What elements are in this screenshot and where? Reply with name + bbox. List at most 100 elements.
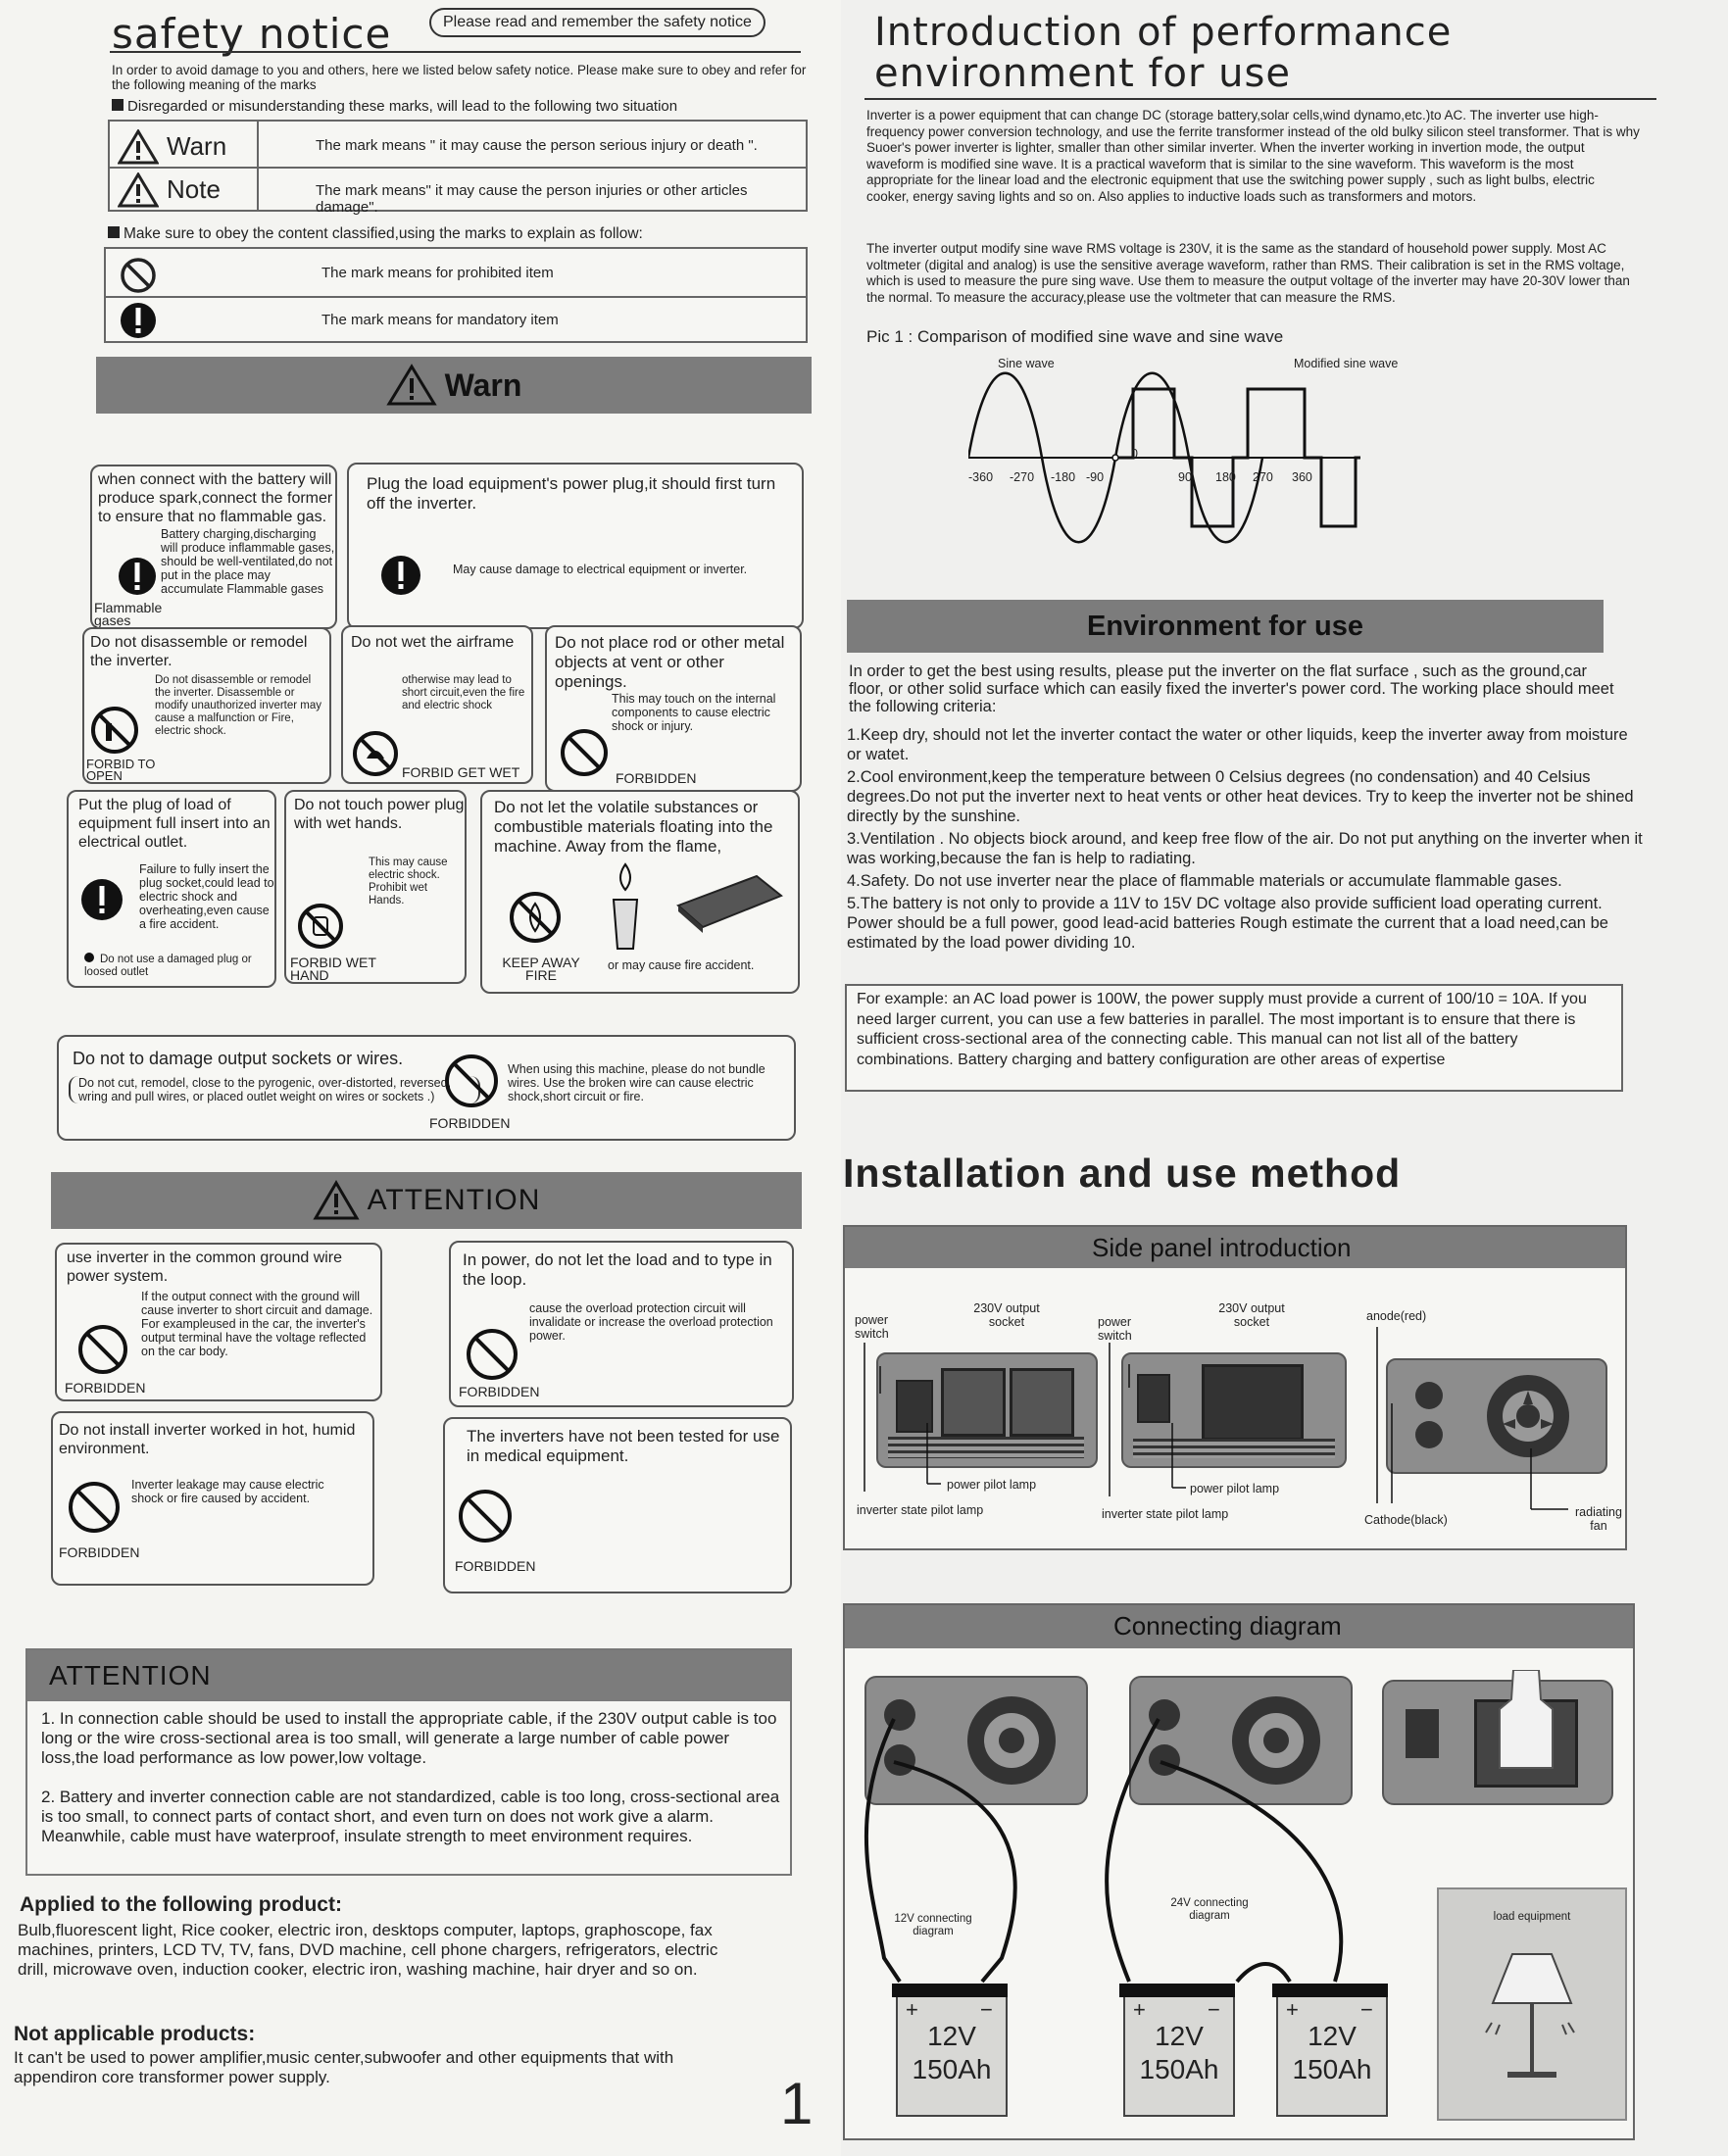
warn-box-disassemble: Do not disassemble or remodel the invert… bbox=[82, 627, 331, 784]
modified-wave-label: Modified sine wave bbox=[1294, 357, 1399, 370]
inverter-panel-3 bbox=[1386, 1358, 1607, 1474]
env-item-4: 4.Safety. Do not use inverter near the p… bbox=[847, 872, 1562, 890]
intro-title-line2: environment for use bbox=[874, 51, 1291, 96]
label-state-lamp-2: inverter state pilot lamp bbox=[1102, 1507, 1229, 1521]
wave-tick-90: 90 bbox=[1178, 470, 1192, 484]
battery-3-voltage: 12V bbox=[1308, 2021, 1357, 2051]
disassemble-body: Do not disassemble or remodel the invert… bbox=[155, 674, 322, 737]
title-rule bbox=[110, 51, 801, 53]
safety-notice-title: safety notice bbox=[112, 10, 392, 58]
env-item-5: 5.The battery is not only to provide a 1… bbox=[847, 895, 1608, 952]
fan-icon bbox=[967, 1696, 1056, 1785]
env-list: 1.Keep dry, should not let the inverter … bbox=[847, 725, 1643, 953]
forbid-open-icon bbox=[91, 707, 138, 754]
classes-table: The mark means for prohibited item The m… bbox=[104, 247, 808, 343]
fan-icon bbox=[1487, 1375, 1569, 1457]
rod-caption: FORBIDDEN bbox=[616, 770, 697, 786]
keep-away-fire-icon bbox=[510, 892, 561, 943]
terminal-1b bbox=[884, 1744, 915, 1776]
label-pilot-lamp-2: power pilot lamp bbox=[1190, 1482, 1280, 1495]
battery-title: when connect with the battery will produ… bbox=[98, 471, 333, 525]
battery-caption: Flammable gases bbox=[94, 600, 163, 628]
volatile-caption: KEEP AWAY FIRE bbox=[502, 955, 580, 983]
load-equipment-label: load equipment bbox=[1493, 1911, 1571, 1923]
sockets-body-text: Do not cut, remodel, close to the pyroge… bbox=[78, 1076, 452, 1103]
not-applicable-title: Not applicable products: bbox=[14, 2023, 256, 2045]
intro-title-rule bbox=[864, 98, 1656, 100]
attention2-title: ATTENTION bbox=[49, 1660, 212, 1690]
battery-1-capacity: 150Ah bbox=[912, 2054, 992, 2084]
inverter-back-1 bbox=[864, 1676, 1088, 1805]
sockets-body: Do not cut, remodel, close to the pyroge… bbox=[69, 1076, 480, 1103]
battery-1: + − 12V 150Ah bbox=[892, 1984, 1008, 2117]
obey-heading: Make sure to obey the content classified… bbox=[108, 225, 814, 243]
inverter-front-3 bbox=[1382, 1670, 1613, 1805]
loop-title: In power, do not let the load and to typ… bbox=[463, 1250, 772, 1289]
disregard-heading: Disregarded or misunderstanding these ma… bbox=[112, 98, 817, 115]
sockets-caption: FORBIDDEN bbox=[429, 1115, 511, 1131]
side-panel-leader-lines bbox=[864, 1327, 1568, 1510]
mark-desc-note: The mark means" it may cause the person … bbox=[316, 182, 748, 216]
marks-col-divider bbox=[257, 122, 259, 210]
side-panel-box: Side panel introduction power switch 230… bbox=[843, 1225, 1627, 1550]
humid-body: Inverter leakage may cause electric shoc… bbox=[131, 1478, 324, 1505]
attention-box-humid: Do not install inverter worked in hot, h… bbox=[51, 1411, 374, 1586]
warn-bar: Warn bbox=[96, 357, 812, 414]
page-number: 1 bbox=[780, 2071, 814, 2136]
label-state-lamp-1: inverter state pilot lamp bbox=[857, 1503, 984, 1517]
side-panel-title: Side panel introduction bbox=[1092, 1233, 1352, 1262]
warn-box-volatile: Do not let the volatile substances or co… bbox=[480, 790, 800, 994]
prohibited-icon bbox=[78, 1325, 127, 1374]
not-applicable-text: It can't be used to power amplifier,musi… bbox=[14, 2048, 674, 2086]
mandatory-icon bbox=[119, 558, 156, 595]
wet-title: Do not wet the airframe bbox=[351, 634, 515, 651]
wave-origin bbox=[1111, 454, 1119, 462]
battery-3-plus: + bbox=[1286, 1997, 1299, 2022]
attention-bar: ATTENTION bbox=[51, 1172, 802, 1229]
warning-triangle-icon bbox=[385, 364, 437, 406]
ground-caption: FORBIDDEN bbox=[65, 1380, 146, 1396]
bullet-dot-icon bbox=[84, 953, 94, 962]
inverter-back-2 bbox=[1129, 1676, 1353, 1805]
env-item-1: 1.Keep dry, should not let the inverter … bbox=[847, 726, 1628, 763]
humid-caption: FORBIDDEN bbox=[59, 1544, 140, 1560]
battery-2-voltage: 12V bbox=[1155, 2021, 1204, 2051]
plug-icon bbox=[1499, 1670, 1554, 1769]
volatile-title: Do not let the volatile substances or co… bbox=[494, 798, 773, 856]
sine-wave-label: Sine wave bbox=[998, 357, 1055, 370]
label-output-socket-1: 230V output socket bbox=[973, 1301, 1040, 1329]
attention2-header bbox=[27, 1650, 790, 1701]
rod-body: This may touch on the internal component… bbox=[612, 692, 776, 733]
loop-body: cause the overload protection circuit wi… bbox=[529, 1301, 773, 1343]
install-title: Installation and use method bbox=[843, 1151, 1402, 1196]
mark-label-warn: Warn bbox=[167, 131, 227, 161]
prohibited-icon bbox=[467, 1329, 518, 1380]
prohibited-icon bbox=[121, 258, 156, 293]
marks-row-divider bbox=[110, 167, 806, 169]
prohibited-icon bbox=[69, 1482, 120, 1533]
label-power-switch-2: power switch bbox=[1098, 1315, 1132, 1343]
warn-box-plug: Plug the load equipment's power plug,it … bbox=[347, 463, 804, 629]
warn-box-battery: when connect with the battery will produ… bbox=[90, 465, 337, 629]
prohibited-icon bbox=[561, 729, 608, 776]
wave-tick-m360: -360 bbox=[968, 470, 994, 484]
humid-title: Do not install inverter worked in hot, h… bbox=[59, 1422, 356, 1457]
battery-3-minus: − bbox=[1360, 1997, 1373, 2022]
battery-1-plus: + bbox=[906, 1997, 918, 2022]
connecting-box: Connecting diagram bbox=[843, 1603, 1635, 2140]
touch-body: This may cause electric shock. Prohibit … bbox=[369, 857, 448, 906]
warn-box-touch: Do not touch power plug with wet hands. … bbox=[284, 790, 467, 984]
env-bar: Environment for use bbox=[847, 600, 1604, 653]
label-pilot-lamp-1: power pilot lamp bbox=[947, 1478, 1037, 1492]
prohibited-icon bbox=[459, 1490, 512, 1543]
obey-heading-text: Make sure to obey the content classified… bbox=[123, 225, 643, 242]
mark-row-warn: Warn The mark means " it may cause the p… bbox=[110, 122, 806, 167]
mark-desc-warn: The mark means " it may cause the person… bbox=[316, 137, 758, 154]
env-intro: In order to get the best using results, … bbox=[849, 662, 1614, 715]
attention2-item-2: 2. Battery and inverter connection cable… bbox=[41, 1788, 780, 1845]
note-triangle-icon bbox=[118, 172, 159, 208]
intro-text: In order to avoid damage to you and othe… bbox=[112, 63, 807, 92]
battery-3-top bbox=[1272, 1984, 1388, 1997]
env-bar-label: Environment for use bbox=[1087, 610, 1363, 642]
forbid-wet-hand-icon bbox=[298, 904, 343, 949]
